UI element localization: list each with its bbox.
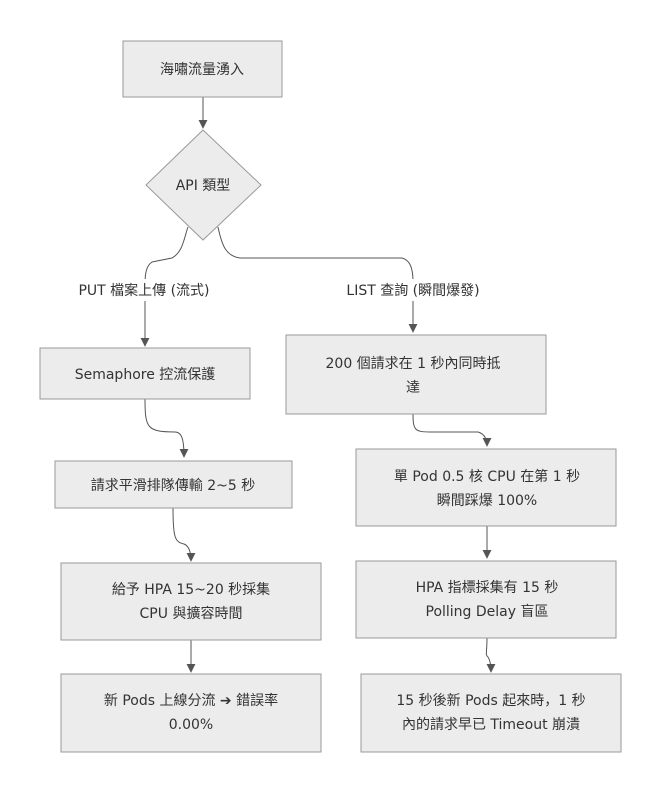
- edge-label-list-text: LIST 查詢 (瞬間爆發): [346, 283, 479, 299]
- node-cpu-spike: 單 Pod 0.5 核 CPU 在第 1 秒 瞬間踩爆 100%: [355, 448, 617, 527]
- node-semaphore: Semaphore 控流保護: [39, 347, 251, 400]
- edge-label-put: PUT 檔案上傳 (流式): [67, 279, 222, 301]
- node-timeout-crash-line2: 內的請求早已 Timeout 崩潰: [402, 717, 580, 733]
- edge-polling-gap-to-timeout: [485, 637, 496, 673]
- edge-burst-to-cpu-spike: [412, 413, 492, 447]
- node-smooth-queue: 請求平滑排隊傳輸 2~5 秒: [54, 460, 293, 509]
- node-new-pods-success-line2: 0.00%: [169, 717, 213, 733]
- node-timeout-crash-line1: 15 秒後新 Pods 起來時，1 秒: [396, 693, 585, 709]
- node-burst-requests-line2: 達: [406, 380, 420, 396]
- node-new-pods-success: 新 Pods 上線分流 ➔ 錯誤率 0.00%: [60, 673, 322, 753]
- node-polling-gap-line2: Polling Delay 盲區: [426, 603, 549, 620]
- node-api-type-label: API 類型: [176, 178, 231, 194]
- edge-api-type-to-list: [217, 226, 418, 333]
- node-cpu-spike-line1: 單 Pod 0.5 核 CPU 在第 1 秒: [394, 468, 580, 485]
- node-smooth-queue-label: 請求平滑排隊傳輸 2~5 秒: [91, 477, 255, 494]
- node-timeout-crash: 15 秒後新 Pods 起來時，1 秒 內的請求早已 Timeout 崩潰: [360, 673, 622, 753]
- edge-semaphore-to-queue: [144, 398, 189, 458]
- node-burst-requests: 200 個請求在 1 秒內同時抵 達: [285, 334, 547, 415]
- node-cpu-spike-line2: 瞬間踩爆 100%: [437, 493, 537, 509]
- node-hpa-window-line1: 給予 HPA 15~20 秒採集: [112, 581, 270, 598]
- node-new-pods-success-line1: 新 Pods 上線分流 ➔ 錯誤率: [104, 692, 278, 709]
- node-traffic-surge-label: 海嘯流量湧入: [160, 62, 244, 78]
- node-hpa-window: 給予 HPA 15~20 秒採集 CPU 與擴容時間: [60, 562, 322, 641]
- edge-api-type-to-put: [140, 226, 189, 347]
- node-polling-gap: HPA 指標採集有 15 秒 Polling Delay 盲區: [355, 560, 617, 639]
- node-semaphore-label: Semaphore 控流保護: [75, 367, 216, 383]
- node-hpa-window-line2: CPU 與擴容時間: [140, 605, 243, 622]
- node-burst-requests-line1: 200 個請求在 1 秒內同時抵: [326, 356, 501, 372]
- edge-label-put-text: PUT 檔案上傳 (流式): [78, 282, 209, 299]
- node-polling-gap-line1: HPA 指標採集有 15 秒: [416, 579, 559, 596]
- edge-queue-to-hpa-window: [172, 507, 196, 562]
- node-api-type-decision: API 類型: [145, 129, 262, 241]
- edge-label-list: LIST 查詢 (瞬間爆發): [338, 279, 488, 301]
- node-traffic-surge: 海嘯流量湧入: [122, 40, 283, 98]
